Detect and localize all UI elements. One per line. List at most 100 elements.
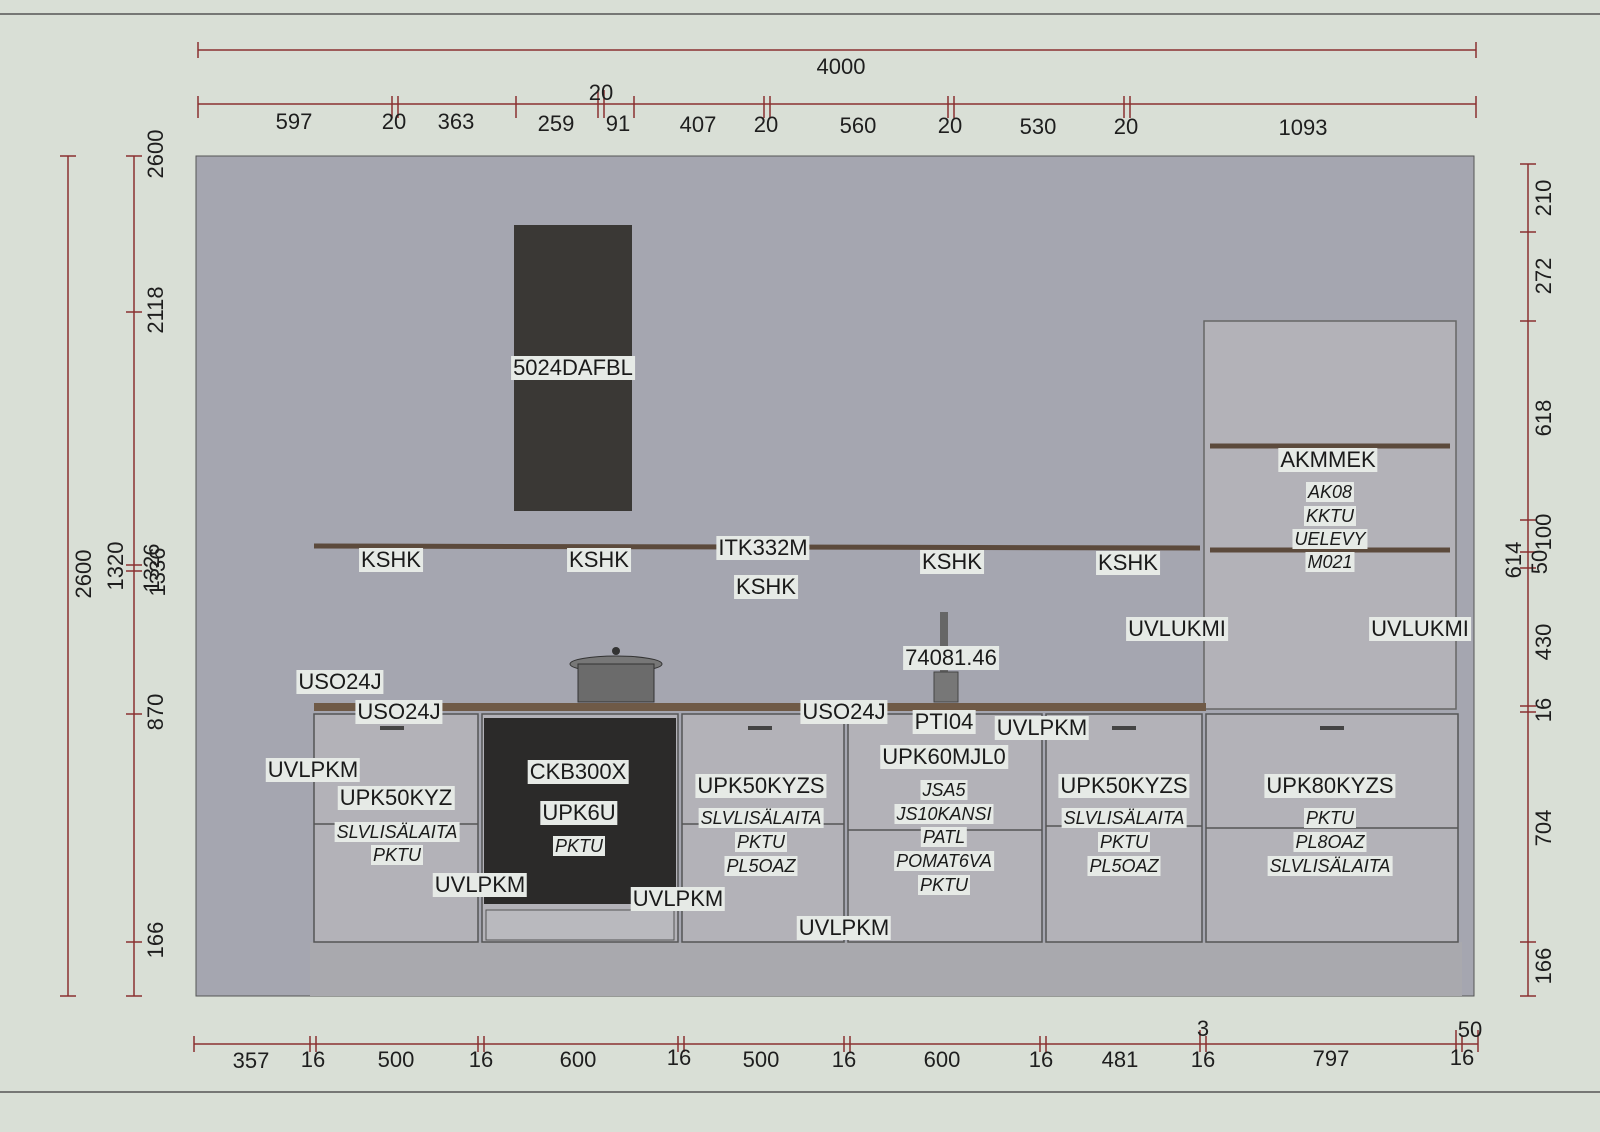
dim-left-height: 1320 xyxy=(103,541,128,591)
dim-bottom-segment: 16 xyxy=(666,1045,692,1070)
label-uvlpkm: UVLPKM xyxy=(432,872,528,897)
dim-bottom-segment: 500 xyxy=(377,1047,415,1072)
label-hood: 5024DAFBL xyxy=(511,355,635,380)
label-pomat6va: POMAT6VA xyxy=(894,851,994,871)
handle xyxy=(380,726,404,730)
dim-bottom-segment: 16 xyxy=(831,1047,857,1072)
dim-top-segment: 530 xyxy=(1019,114,1057,139)
dim-left-height: 2600 xyxy=(143,129,168,179)
label-upk50kyzs: UPK50KYZS xyxy=(695,773,827,798)
label-upk6u: UPK6U xyxy=(540,800,618,825)
top-dimension-lines xyxy=(197,42,1477,118)
pot-body xyxy=(577,663,655,703)
handle xyxy=(1320,726,1344,730)
dim-top-segment: 20 xyxy=(588,80,614,105)
label-upk60: UPK60MJL0 xyxy=(880,744,1008,769)
label-kshk: KSHK xyxy=(734,574,798,599)
label-upk50kyzs: UPK50KYZS xyxy=(1058,773,1190,798)
dim-top-segment: 363 xyxy=(437,109,475,134)
dim-left-height: 2118 xyxy=(143,286,168,334)
label-slvlisalaita: SLVLISÄLAITA xyxy=(1267,856,1393,876)
label-tap: 74081.46 xyxy=(903,645,999,670)
label-uso: USO24J xyxy=(800,699,888,724)
label-ak08: AK08 xyxy=(1305,482,1355,502)
dim-top-segment: 91 xyxy=(605,111,631,136)
label-kktu: KKTU xyxy=(1303,506,1357,526)
label-upk50kyz: UPK50KYZ xyxy=(337,785,455,810)
label-upk80kyzs: UPK80KYZS xyxy=(1264,773,1396,798)
dim-top-segment: 1093 xyxy=(1278,115,1328,140)
handle xyxy=(748,726,772,730)
label-pl8oaz: PL8OAZ xyxy=(1293,832,1367,852)
dim-bottom-segment: 600 xyxy=(923,1047,961,1072)
dim-top-segment: 560 xyxy=(839,113,877,138)
label-js10kansi: JS10KANSI xyxy=(894,804,994,824)
label-uvlpkm: UVLPKM xyxy=(265,757,361,782)
label-slvlisalaita: SLVLISÄLAITA xyxy=(334,822,460,842)
dim-top-segment: 20 xyxy=(381,109,407,134)
label-uvlukmi: UVLUKMI xyxy=(1369,616,1471,641)
sink-tap-base xyxy=(933,671,959,703)
dim-right-height: 618 xyxy=(1531,399,1556,437)
label-itk: ITK332M xyxy=(716,535,810,560)
dim-right-height: 50 xyxy=(1527,549,1552,575)
dim-left-total: 2600 xyxy=(71,549,96,599)
label-uvlpkm: UVLPKM xyxy=(994,715,1090,740)
dim-top-segment: 407 xyxy=(679,112,717,137)
label-uso: USO24J xyxy=(355,699,443,724)
label-pktu: PKTU xyxy=(917,875,971,895)
label-m021: M021 xyxy=(1305,552,1355,572)
label-uelevy: UELEVY xyxy=(1292,529,1368,549)
label-pktu: PKTU xyxy=(1097,832,1151,852)
dim-top-segment: 20 xyxy=(1113,114,1139,139)
dim-right-height: 430 xyxy=(1531,623,1556,661)
label-ckb: CKB300X xyxy=(527,759,629,784)
dim-right-height: 100 xyxy=(1531,513,1556,551)
dim-bottom-segment: 500 xyxy=(742,1047,780,1072)
dim-bottom-segment: 16 xyxy=(468,1047,494,1072)
label-uvlpkm: UVLPKM xyxy=(630,886,726,911)
sink-tap xyxy=(940,612,948,672)
dim-top-segment: 20 xyxy=(937,113,963,138)
label-uvlpkm: UVLPKM xyxy=(796,915,892,940)
label-pktu: PKTU xyxy=(552,836,606,856)
label-pl5oaz: PL5OAZ xyxy=(1087,856,1161,876)
label-kshk: KSHK xyxy=(359,547,423,572)
dim-left-height: 870 xyxy=(143,693,168,731)
dim-right-height: 210 xyxy=(1531,179,1556,217)
dim-bottom-segment: 797 xyxy=(1312,1046,1350,1071)
dim-bottom-segment: 357 xyxy=(232,1048,270,1073)
pot-knob xyxy=(612,647,620,655)
dim-bottom-segment: 16 xyxy=(1449,1045,1475,1070)
dim-bottom-segment: 50 xyxy=(1457,1017,1483,1042)
label-pktu: PKTU xyxy=(734,832,788,852)
dim-bottom-segment: 481 xyxy=(1101,1047,1139,1072)
dim-right-height: 272 xyxy=(1531,257,1556,295)
dim-top-segment: 259 xyxy=(537,111,575,136)
label-patl: PATL xyxy=(920,827,968,847)
label-jsa5: JSA5 xyxy=(920,780,968,800)
dim-bottom-segment: 3 xyxy=(1196,1016,1210,1041)
dim-left-height: 1336 xyxy=(145,547,170,597)
label-uvlukmi: UVLUKMI xyxy=(1126,616,1228,641)
dim-left-height: 166 xyxy=(143,921,168,959)
plinth xyxy=(310,942,1462,996)
label-kshk: KSHK xyxy=(567,547,631,572)
dim-right-height: 16 xyxy=(1531,697,1556,723)
dim-bottom-segment: 16 xyxy=(1190,1047,1216,1072)
dim-bottom-segment: 600 xyxy=(559,1047,597,1072)
right-dimension-lines xyxy=(1520,163,1536,997)
left-dimension-lines xyxy=(60,155,142,997)
label-pti: PTI04 xyxy=(912,709,976,734)
label-pktu: PKTU xyxy=(1303,808,1357,828)
label-uso: USO24J xyxy=(296,669,384,694)
worktop xyxy=(314,703,1206,711)
dim-top-segment: 597 xyxy=(275,109,313,134)
dim-right-height: 614 xyxy=(1501,541,1526,579)
dim-right-height: 704 xyxy=(1531,809,1556,847)
bottom-dimension-lines xyxy=(193,1030,1479,1052)
label-pl5oaz: PL5OAZ xyxy=(724,856,798,876)
dim-top-segment: 20 xyxy=(753,112,779,137)
handle xyxy=(1112,726,1136,730)
